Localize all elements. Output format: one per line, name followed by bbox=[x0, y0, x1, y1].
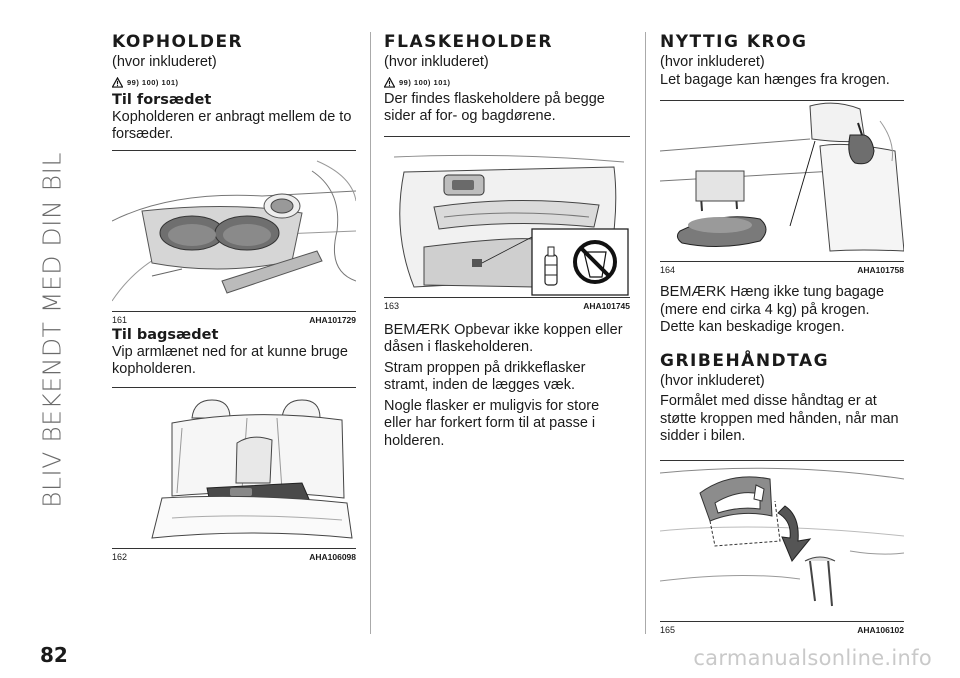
subheading-rear-seat: Til bagsædet bbox=[112, 326, 219, 343]
figure-code: AHA101758 bbox=[857, 265, 904, 275]
watermark: carmanualsonline.info bbox=[693, 646, 932, 670]
column-divider bbox=[370, 32, 371, 634]
figure-number: 163 bbox=[384, 300, 400, 311]
figure-number: 161 bbox=[112, 314, 128, 325]
figure-code: AHA101745 bbox=[583, 300, 630, 311]
body-text: Formålet med disse håndtag er at støtte … bbox=[660, 393, 899, 444]
body-text: Let bagage kan hænges fra krogen. bbox=[660, 71, 890, 88]
section-kopholder: KOPHOLDER (hvor inkluderet) 99) 100) 101… bbox=[112, 32, 356, 562]
section-flaskeholder: FLASKEHOLDER (hvor inkluderet) 99) 100) … bbox=[384, 32, 630, 450]
body-text: Stram proppen på drikkeflasker stramt, i… bbox=[384, 359, 586, 394]
figure-number: 162 bbox=[112, 551, 128, 562]
note-text: BEMÆRK Hæng ikke tung bagage (mere end c… bbox=[660, 284, 885, 335]
body-text: Nogle flasker er muligvis for store elle… bbox=[384, 397, 600, 449]
figure-number: 164 bbox=[660, 265, 676, 275]
figure-code: AHA101729 bbox=[309, 314, 356, 325]
body-text: Kopholderen er anbragt mellem de to fors… bbox=[112, 108, 352, 143]
figure-code: AHA106098 bbox=[309, 551, 356, 562]
page-number: 82 bbox=[40, 643, 68, 667]
warning-references: 99) 100) 101) bbox=[112, 74, 356, 91]
body-text: Der findes flaskeholdere på begge sider … bbox=[384, 90, 605, 125]
chapter-side-title: BLIV BEKENDT MED DIN BIL bbox=[37, 152, 67, 508]
warning-references: 99) 100) 101) bbox=[384, 74, 630, 91]
figure-code: AHA106102 bbox=[857, 624, 904, 635]
figure-number: 165 bbox=[660, 624, 676, 635]
figure-162: 162 AHA106098 bbox=[112, 386, 356, 562]
warning-triangle-icon bbox=[384, 76, 395, 88]
figure-163: 163 AHA101745 bbox=[384, 135, 630, 311]
heading-flaskeholder: FLASKEHOLDER bbox=[384, 32, 553, 52]
cup-holder-front-illustration bbox=[112, 160, 356, 301]
heading-nyttig-krog: NYTTIG KROG bbox=[660, 32, 808, 52]
figure-164: 164 AHA101758 bbox=[660, 100, 904, 275]
heading-kopholder: KOPHOLDER bbox=[112, 32, 244, 52]
included-note: (hvor inkluderet) bbox=[660, 54, 765, 70]
included-note: (hvor inkluderet) bbox=[384, 54, 489, 70]
note-text: BEMÆRK Opbevar ikke koppen eller dåsen i… bbox=[384, 321, 623, 356]
grab-handle-illustration bbox=[660, 467, 904, 606]
rear-armrest-illustration bbox=[151, 398, 353, 539]
section-nyttig-krog: NYTTIG KROG (hvor inkluderet) Let bagage… bbox=[660, 32, 904, 635]
body-text: Vip armlænet ned for at kunne bruge koph… bbox=[112, 343, 348, 378]
column-divider bbox=[645, 32, 646, 634]
included-note: (hvor inkluderet) bbox=[660, 372, 765, 389]
figure-165: 165 AHA106102 bbox=[660, 459, 904, 635]
figure-161: 161 AHA101729 bbox=[112, 149, 356, 325]
heading-gribehaandtag: GRIBEHÅNDTAG bbox=[660, 350, 830, 371]
door-bottle-holder-illustration bbox=[393, 154, 629, 296]
subheading-front-seat: Til forsædet bbox=[112, 91, 212, 108]
warning-triangle-icon bbox=[112, 76, 123, 88]
included-note: (hvor inkluderet) bbox=[112, 54, 217, 70]
hook-illustration bbox=[660, 102, 904, 252]
